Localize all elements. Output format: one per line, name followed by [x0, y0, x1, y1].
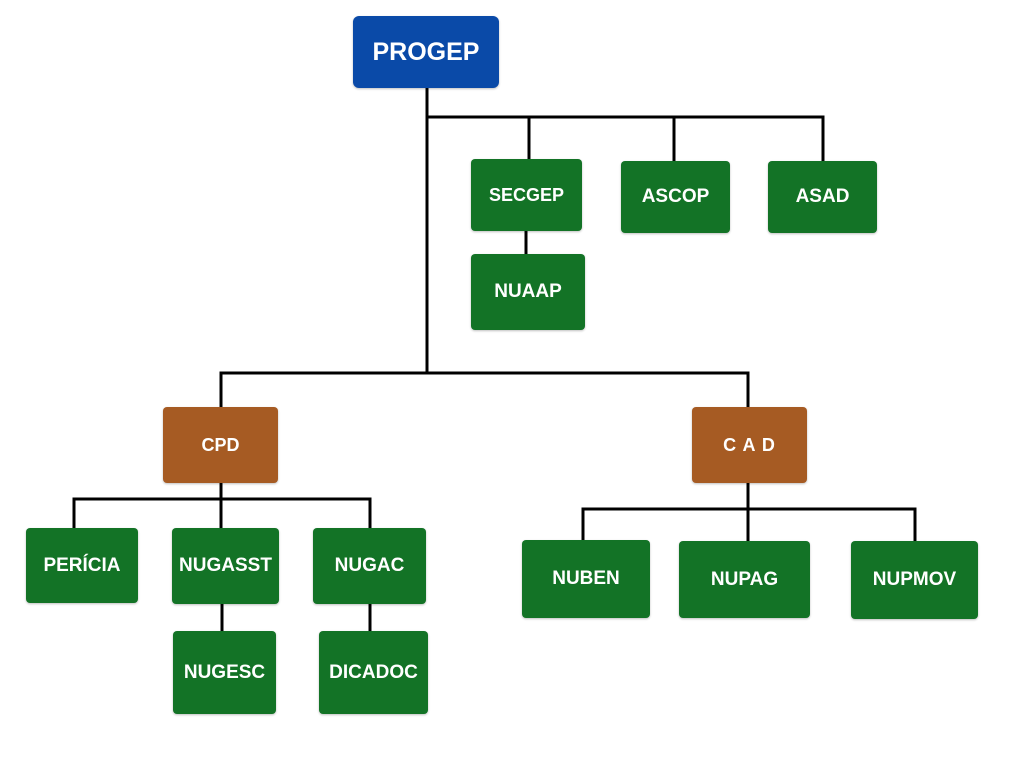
node-cad: C A D: [692, 407, 807, 483]
node-nupag: NUPAG: [679, 541, 810, 618]
node-cpd: CPD: [163, 407, 278, 483]
node-nupmov: NUPMOV: [851, 541, 978, 619]
node-asad: ASAD: [768, 161, 877, 233]
node-ascop: ASCOP: [621, 161, 730, 233]
node-nuben: NUBEN: [522, 540, 650, 618]
node-progep: PROGEP: [353, 16, 499, 88]
node-nuaap: NUAAP: [471, 254, 585, 330]
node-nugac: NUGAC: [313, 528, 426, 604]
node-nugasst: NUGASST: [172, 528, 279, 604]
node-secgep: SECGEP: [471, 159, 582, 231]
node-dicadoc: DICADOC: [319, 631, 428, 714]
node-nugesc: NUGESC: [173, 631, 276, 714]
node-pericia: PERÍCIA: [26, 528, 138, 603]
